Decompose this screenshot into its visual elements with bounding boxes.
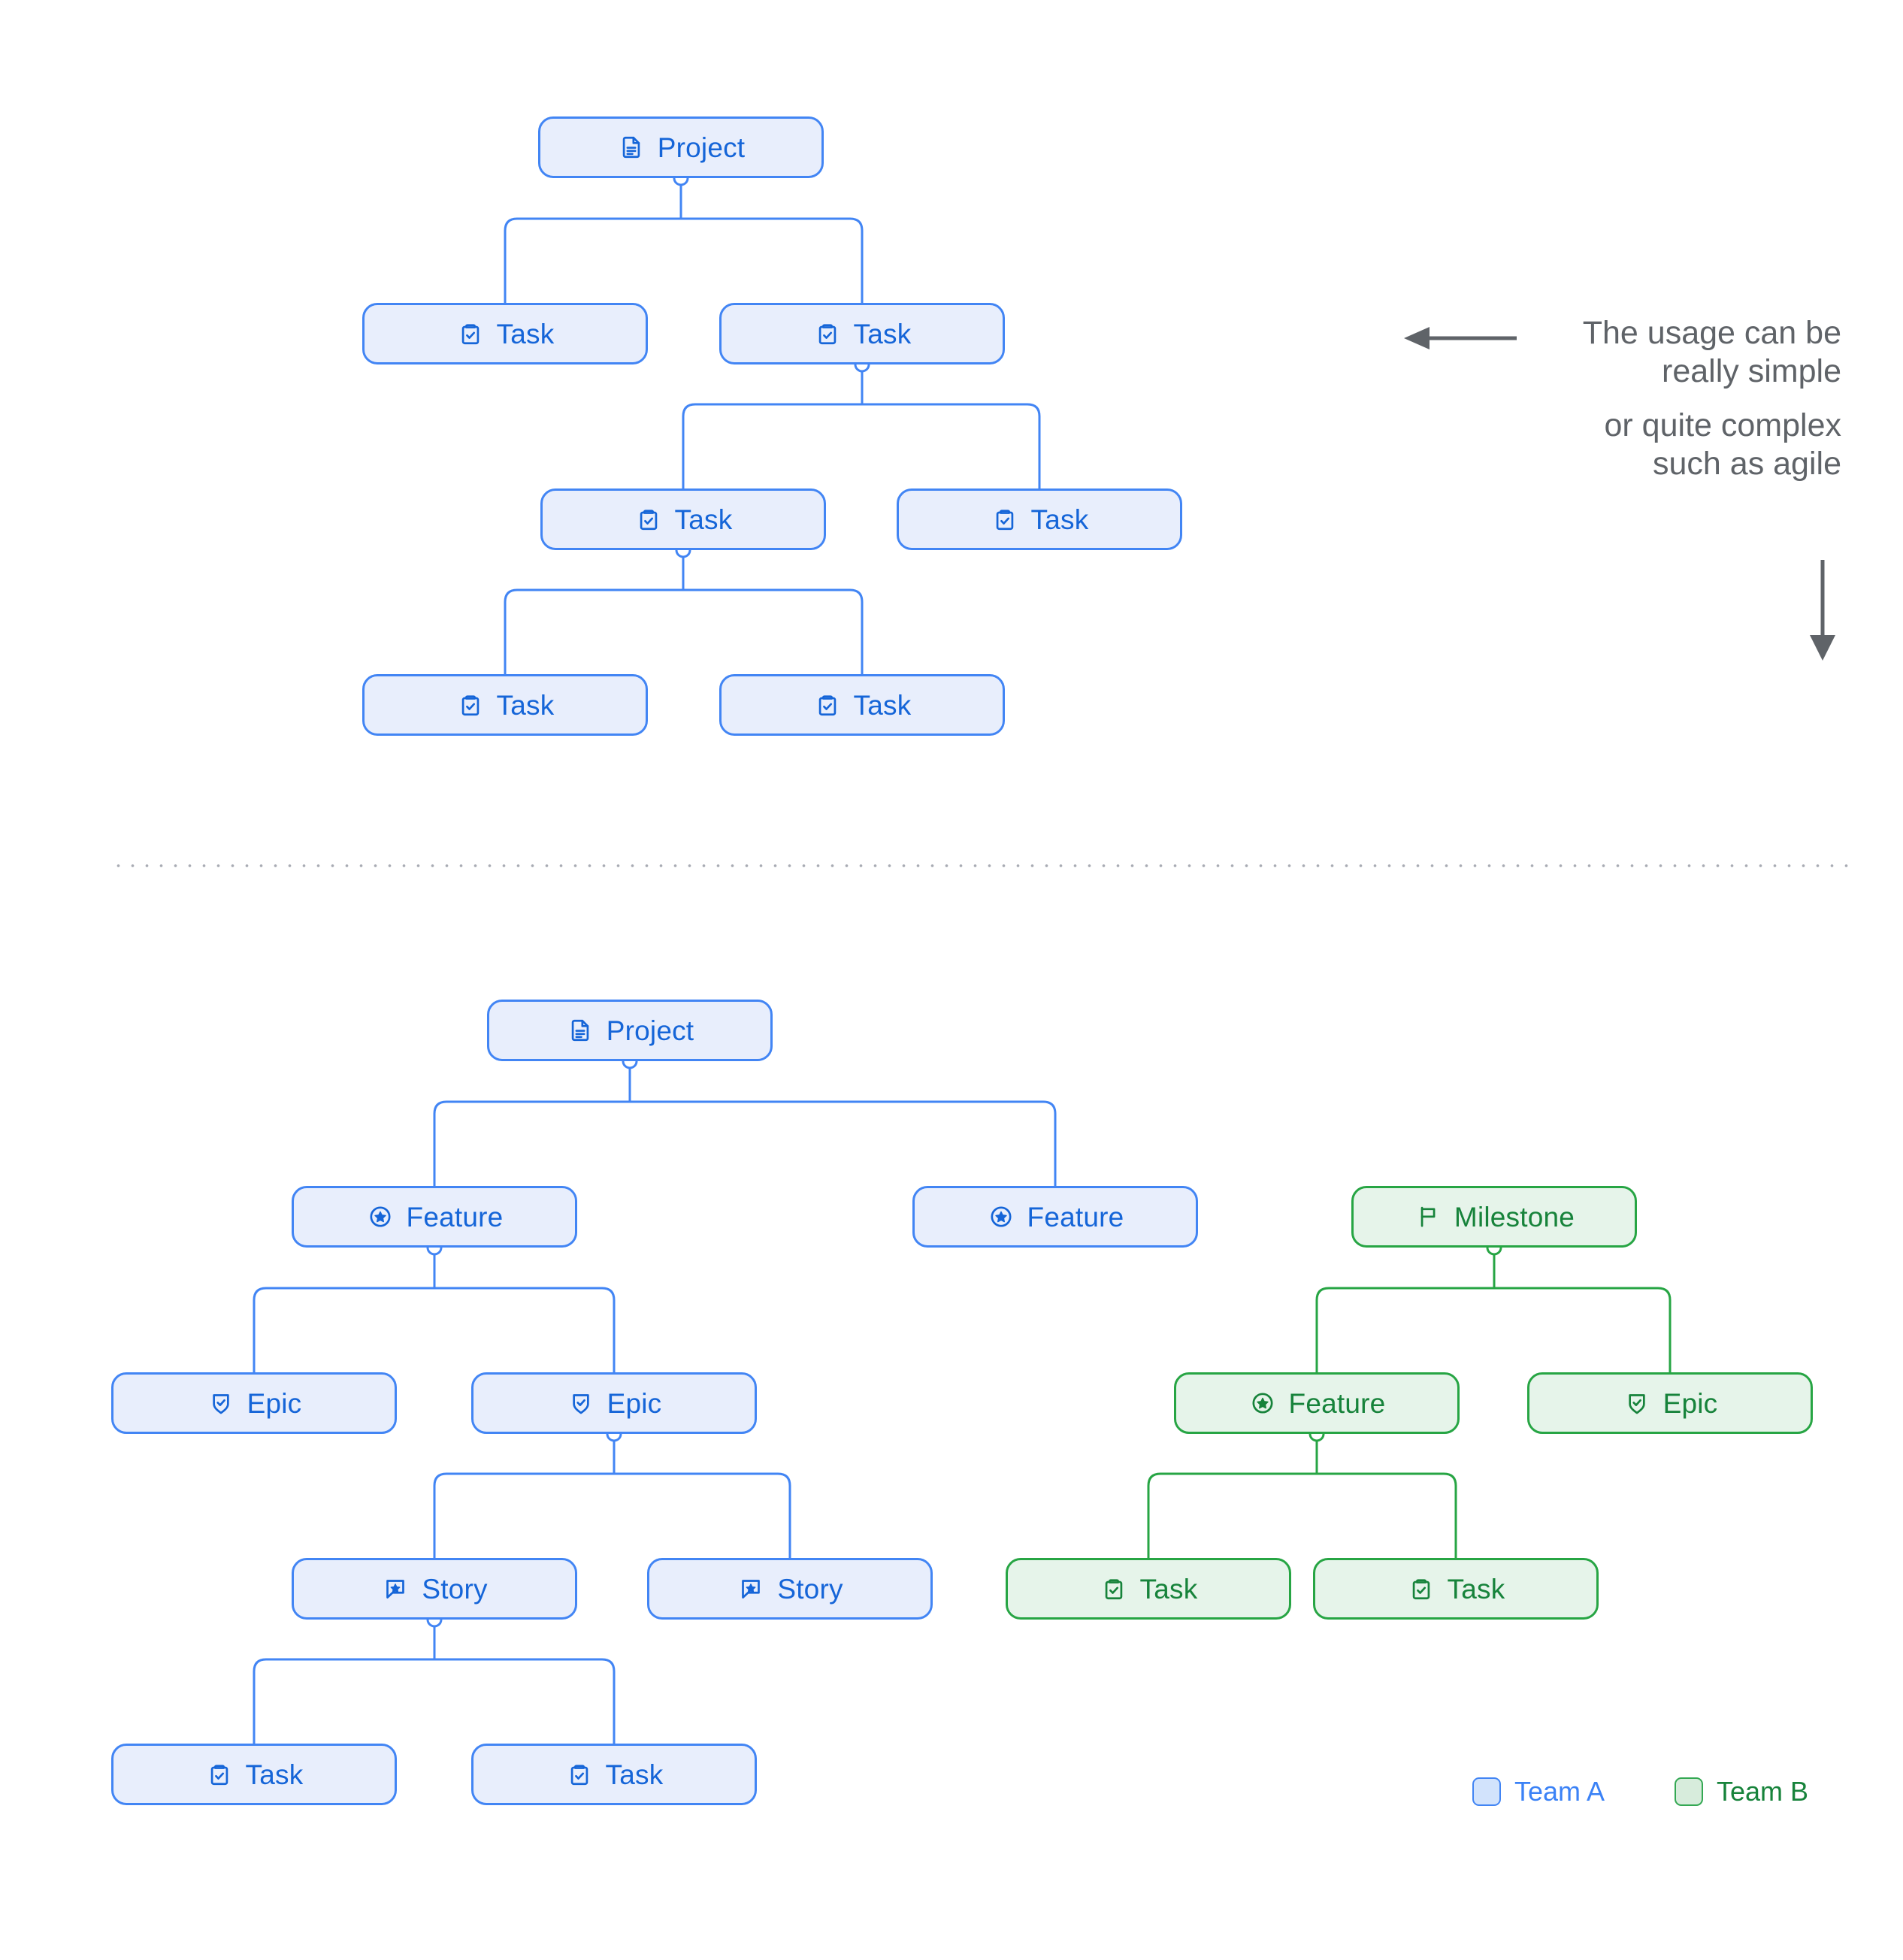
node-story[interactable]: Story <box>647 1558 933 1620</box>
node-label: Task <box>1447 1573 1505 1605</box>
node-project[interactable]: Project <box>538 116 824 178</box>
node-label: Task <box>674 504 733 535</box>
arrow-down-icon <box>1800 560 1845 665</box>
arrow-left-icon <box>1404 325 1517 355</box>
node-milestone[interactable]: Milestone <box>1351 1186 1637 1248</box>
clipboard-check-icon <box>813 319 842 348</box>
legend-label-team-b: Team B <box>1717 1776 1809 1807</box>
node-project[interactable]: Project <box>487 1000 773 1061</box>
clipboard-check-icon <box>813 691 842 719</box>
shield-check-icon <box>207 1389 235 1417</box>
clipboard-check-icon <box>1407 1574 1436 1603</box>
chat-star-icon <box>381 1574 410 1603</box>
annotation-text: The usage can be really simple or quite … <box>1451 314 1841 483</box>
chat-star-icon <box>737 1574 765 1603</box>
clipboard-check-icon <box>1100 1574 1128 1603</box>
legend-team-a: Team A <box>1472 1776 1605 1807</box>
node-label: Feature <box>406 1201 504 1233</box>
star-circle-icon <box>366 1202 395 1231</box>
node-label: Project <box>657 132 746 163</box>
node-label: Feature <box>1288 1387 1386 1419</box>
legend-swatch-team-b <box>1675 1777 1703 1806</box>
clipboard-check-icon <box>456 319 485 348</box>
node-epic[interactable]: Epic <box>1527 1372 1813 1434</box>
node-label: Task <box>853 689 912 721</box>
legend-swatch-team-a <box>1472 1777 1501 1806</box>
node-feature[interactable]: Feature <box>292 1186 577 1248</box>
node-label: Task <box>1139 1573 1198 1605</box>
node-task[interactable]: Task <box>111 1744 397 1805</box>
node-feature[interactable]: Feature <box>912 1186 1198 1248</box>
node-task[interactable]: Task <box>540 488 826 550</box>
node-label: Story <box>777 1573 843 1605</box>
node-label: Epic <box>1662 1387 1718 1419</box>
star-circle-icon <box>987 1202 1015 1231</box>
document-icon <box>617 133 646 162</box>
node-epic[interactable]: Epic <box>111 1372 397 1434</box>
annotation-spacer <box>1451 390 1841 407</box>
legend-label-team-a: Team A <box>1514 1776 1605 1807</box>
clipboard-check-icon <box>634 505 663 534</box>
node-label: Project <box>606 1015 694 1046</box>
shield-check-icon <box>1623 1389 1651 1417</box>
clipboard-check-icon <box>565 1760 594 1789</box>
node-task[interactable]: Task <box>719 303 1005 364</box>
node-label: Story <box>422 1573 488 1605</box>
legend-team-b: Team B <box>1675 1776 1808 1807</box>
node-task[interactable]: Task <box>362 303 648 364</box>
clipboard-check-icon <box>456 691 485 719</box>
document-icon <box>566 1016 594 1045</box>
clipboard-check-icon <box>991 505 1019 534</box>
node-story[interactable]: Story <box>292 1558 577 1620</box>
node-task[interactable]: Task <box>1313 1558 1599 1620</box>
annotation-line-3: or quite complex <box>1604 407 1842 444</box>
node-label: Task <box>853 318 912 349</box>
node-task[interactable]: Task <box>897 488 1182 550</box>
star-circle-icon <box>1248 1389 1277 1417</box>
shield-check-icon <box>567 1389 595 1417</box>
node-label: Task <box>1030 504 1089 535</box>
node-label: Milestone <box>1454 1201 1575 1233</box>
node-task[interactable]: Task <box>471 1744 757 1805</box>
node-feature[interactable]: Feature <box>1174 1372 1460 1434</box>
annotation-line-4: such as agile <box>1653 446 1841 482</box>
node-label: Feature <box>1027 1201 1124 1233</box>
node-task[interactable]: Task <box>362 674 648 736</box>
node-label: Epic <box>607 1387 662 1419</box>
node-label: Task <box>605 1759 664 1790</box>
node-task[interactable]: Task <box>719 674 1005 736</box>
flag-icon <box>1414 1202 1442 1231</box>
node-label: Epic <box>247 1387 302 1419</box>
node-label: Task <box>245 1759 304 1790</box>
node-task[interactable]: Task <box>1006 1558 1291 1620</box>
node-epic[interactable]: Epic <box>471 1372 757 1434</box>
section-divider <box>111 864 1853 867</box>
node-label: Task <box>496 689 555 721</box>
node-label: Task <box>496 318 555 349</box>
annotation-line-1: The usage can be <box>1582 315 1841 351</box>
clipboard-check-icon <box>205 1760 234 1789</box>
annotation-line-2: really simple <box>1662 352 1841 389</box>
